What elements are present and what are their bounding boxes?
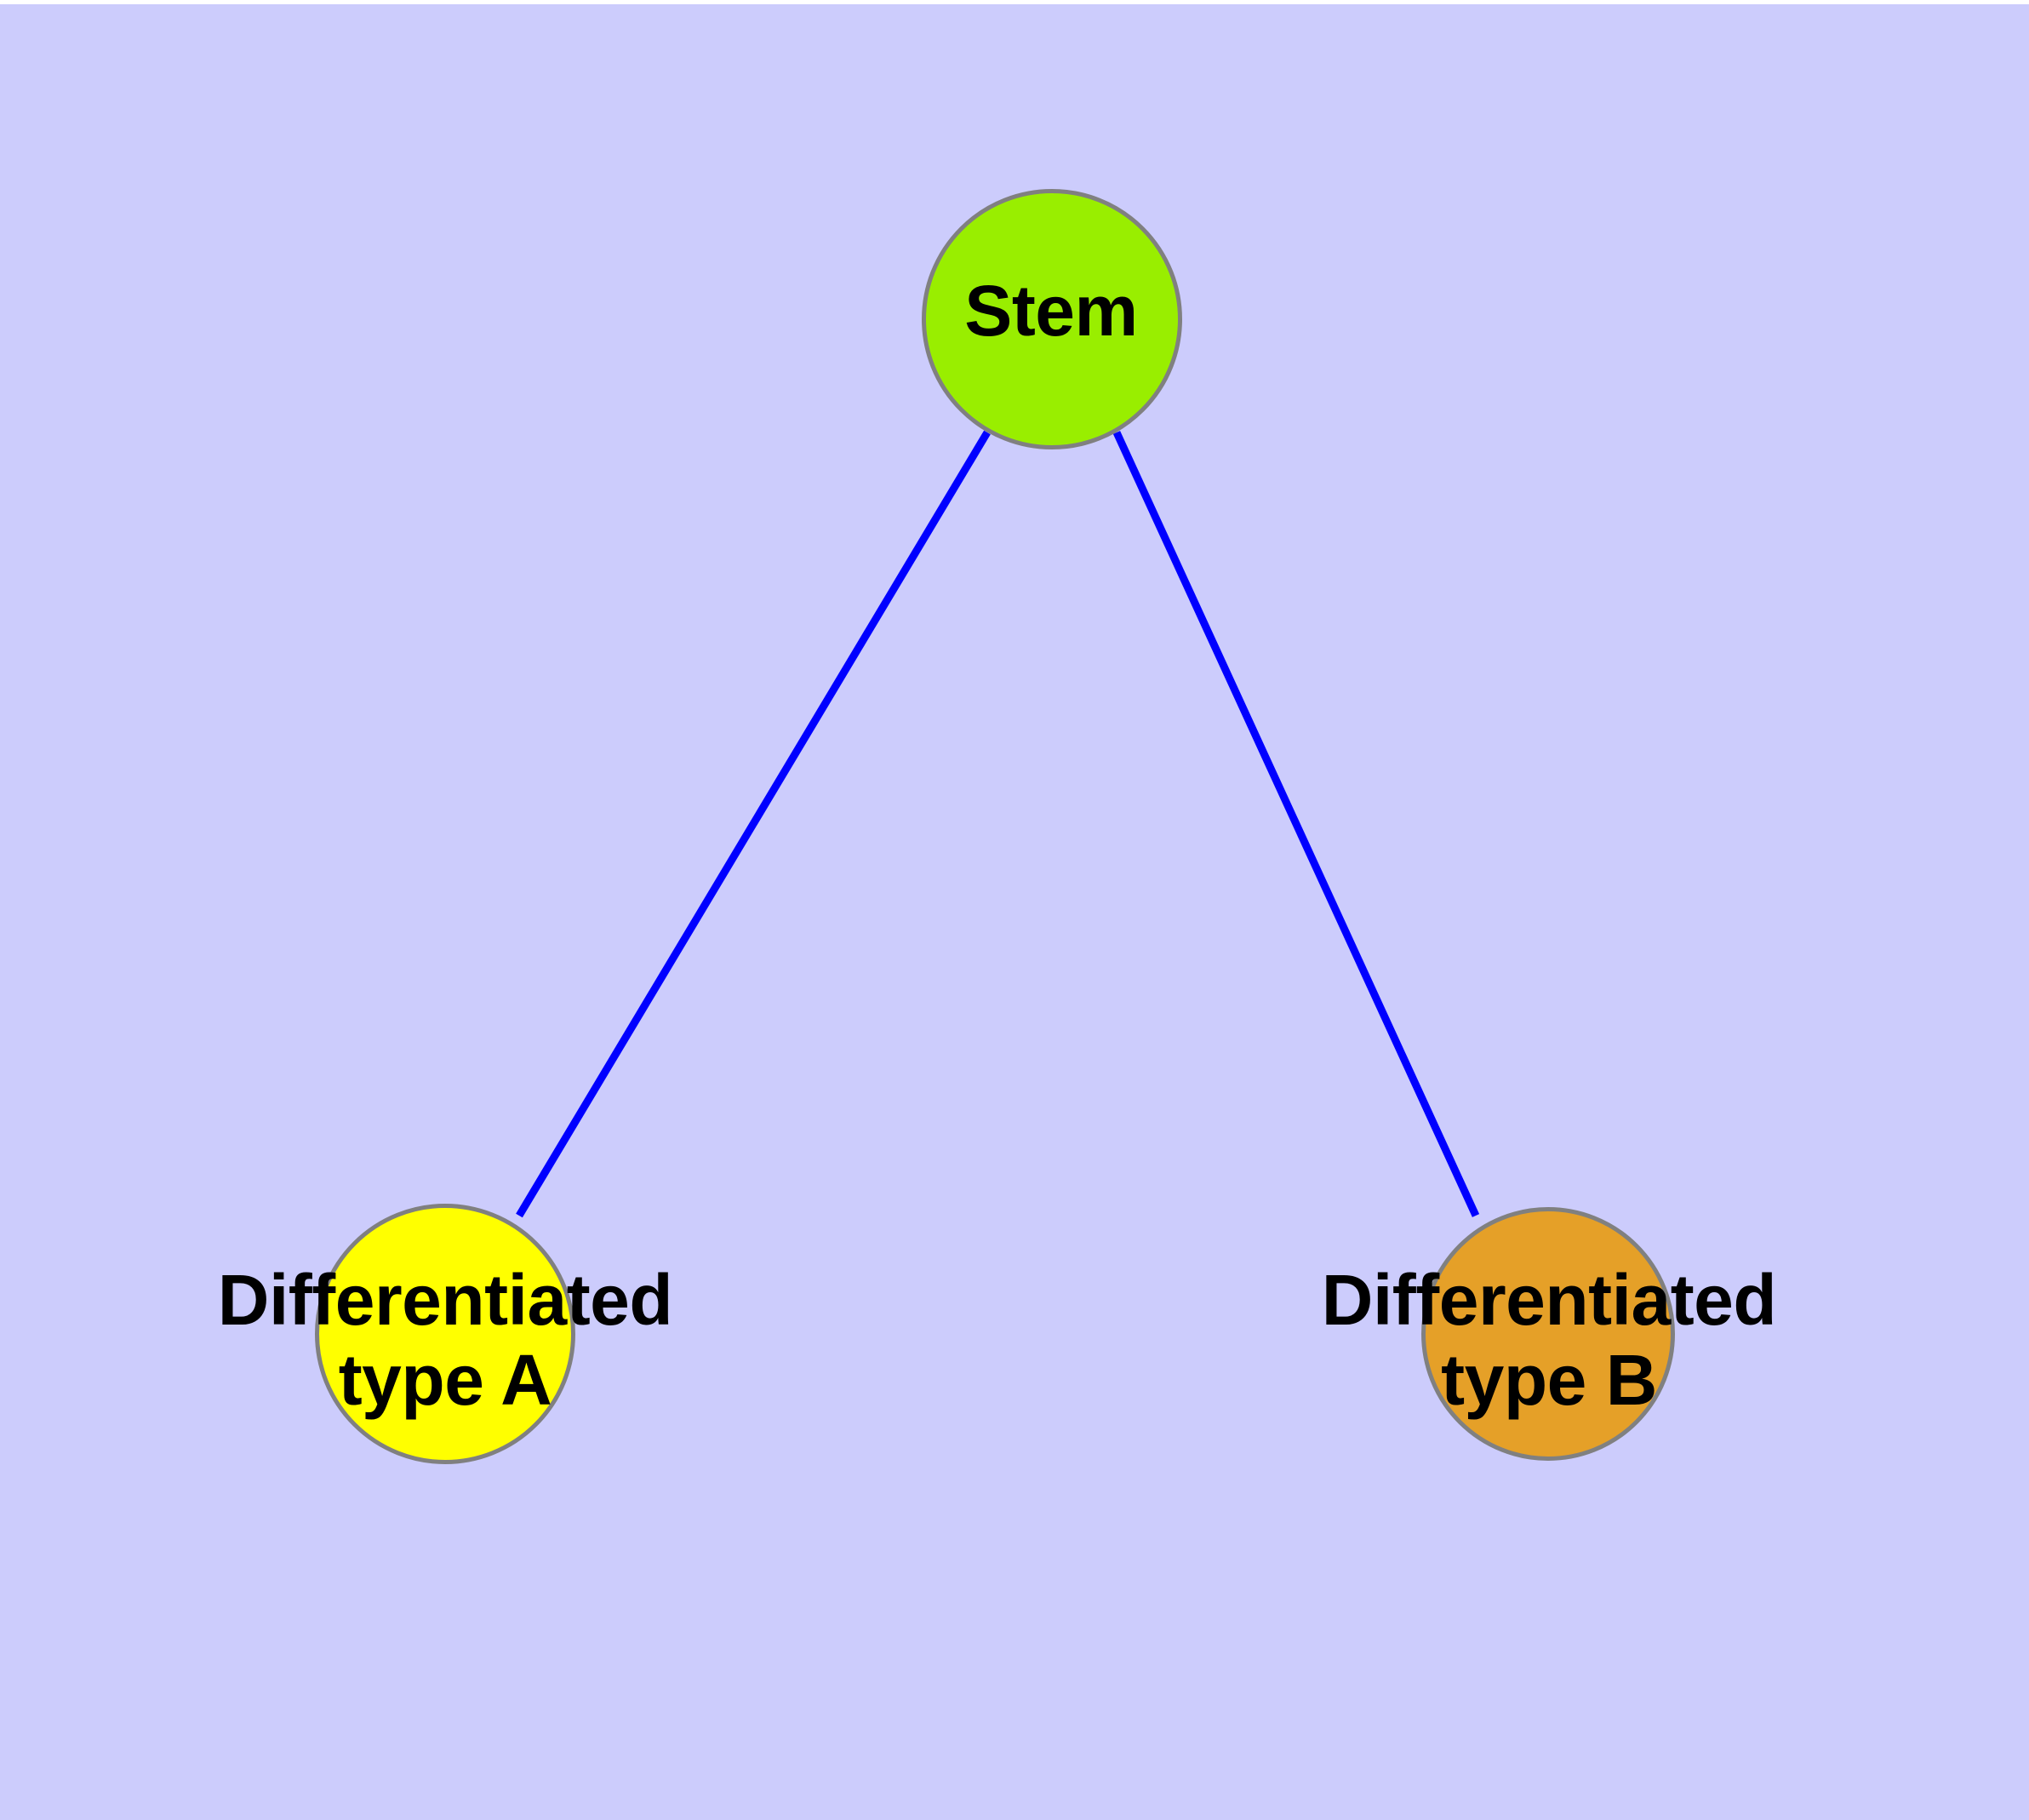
edge-stem-to-differentiated-type-b[interactable] [1112,431,1480,1217]
edge-stem-to-differentiated-type-a[interactable] [516,430,991,1218]
node-differentiated-type-a[interactable] [315,1204,575,1464]
node-stem[interactable] [922,189,1182,449]
node-differentiated-type-b[interactable] [1421,1207,1675,1461]
